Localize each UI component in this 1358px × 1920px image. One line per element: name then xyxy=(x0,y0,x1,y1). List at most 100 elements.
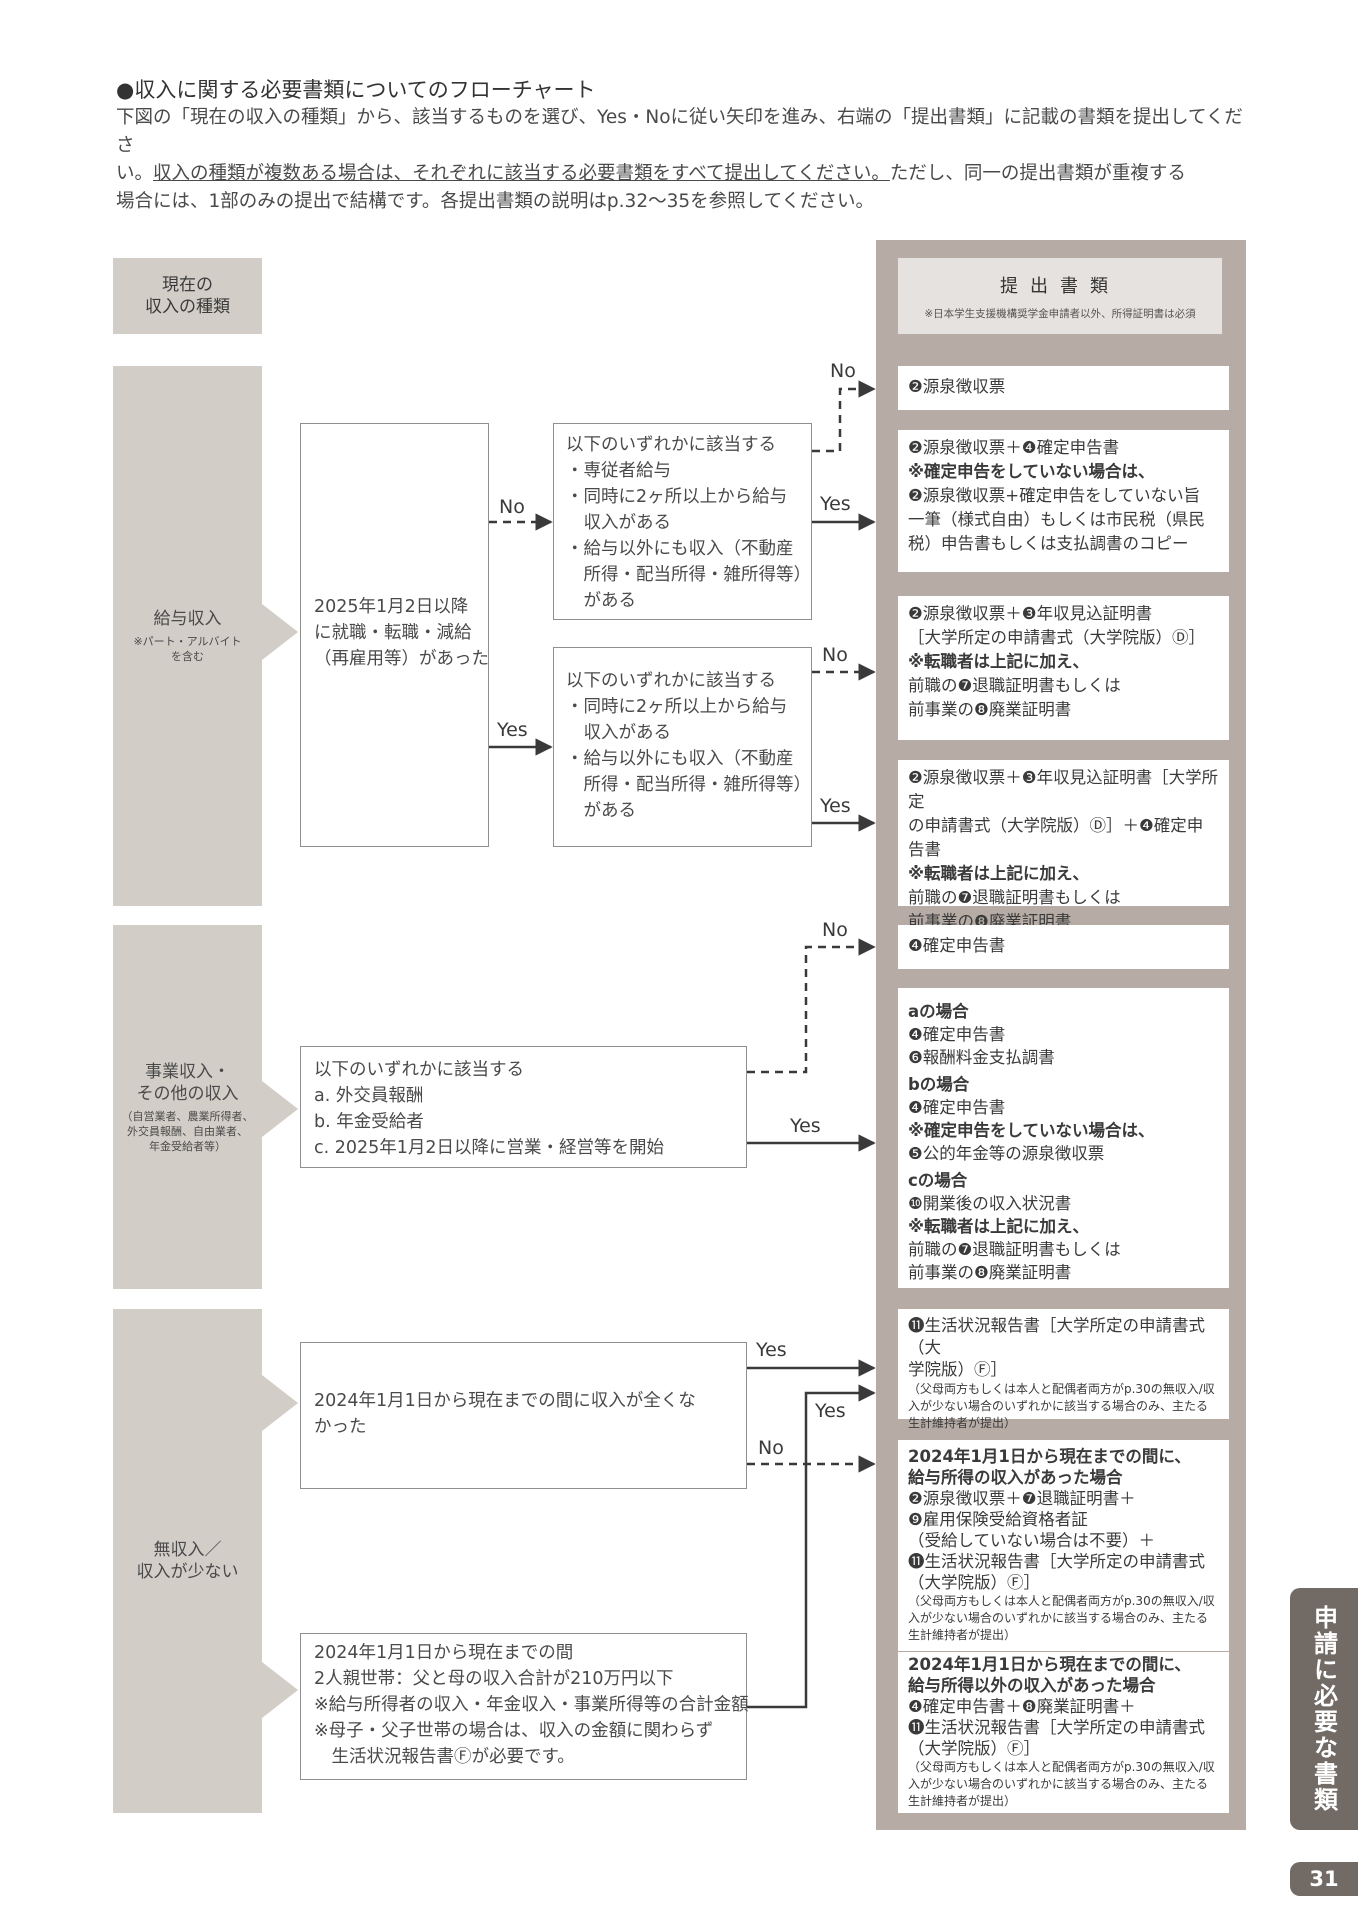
documents-header: 提出書類 ※日本学生支援機構奨学金申請者以外、所得証明書は必須 xyxy=(898,258,1222,334)
result-text: ❷源泉徴収票＋❹確定申告書 xyxy=(908,438,1120,457)
label-no: No xyxy=(499,496,525,518)
result-text: ❿開業後の収入状況書 xyxy=(908,1194,1072,1213)
result-note: ※転職者は上記に加え、 xyxy=(908,864,1090,883)
result-text: ❷源泉徴収票+確定申告をしていない旨 一筆（様式自由）もしくは市民税（県民 税）… xyxy=(908,486,1205,553)
category-business-label: 事業収入・ その他の収入 xyxy=(136,1061,239,1104)
section-side-tab: 申請に必要な書類 xyxy=(1290,1588,1358,1830)
result-text: ❷源泉徴収票 xyxy=(908,377,1006,396)
label-yes: Yes xyxy=(815,1400,846,1422)
intro-line-3: 場合には、1部のみの提出で結構です。各提出書類の説明はp.32～35を参照してく… xyxy=(116,191,875,212)
label-yes: Yes xyxy=(790,1115,821,1137)
category-salary-arrow xyxy=(262,604,298,660)
result-small-note: （父母両方もしくは本人と配偶者両方がp.30の無収入/収入が少ない場合のいずれか… xyxy=(908,1760,1215,1808)
intro-line-2c: ただし、同一の提出書類が重複する xyxy=(889,163,1186,184)
income-type-header: 現在の 収入の種類 xyxy=(113,258,262,334)
connector-no-dashed xyxy=(747,938,876,1074)
label-no: No xyxy=(830,360,856,382)
case-b-heading: bの場合 xyxy=(908,1075,970,1094)
intro-line-2a: い。 xyxy=(116,163,154,184)
label-no: No xyxy=(822,644,848,666)
question-business: 以下のいずれかに該当する a. 外交員報酬 b. 年金受給者 c. 2025年1… xyxy=(300,1046,747,1168)
section-side-tab-label: 申請に必要な書類 xyxy=(1309,1605,1338,1813)
question-no-income: 2024年1月1日から現在までの間に収入が全くな かった xyxy=(300,1342,747,1489)
question-line: 以下のいずれかに該当する xyxy=(314,1060,524,1080)
result-text: ❷源泉徴収票＋❼退職証明書＋ ❾雇用保険受給資格者証 （受給していない場合は不要… xyxy=(908,1489,1205,1592)
category-salary-note: ※パート・アルバイト を含む xyxy=(133,635,242,663)
result-income-estimate-and-tax-return: ❷源泉徴収票＋❸年収見込証明書［大学所定 の申請書式（大学院版）Ⓓ］＋❹確定申告… xyxy=(898,760,1229,931)
result-small-note: （父母両方もしくは本人と配偶者両方がp.30の無収入/収入が少ない場合のいずれか… xyxy=(908,1594,1215,1642)
result-text: ❹確定申告書 xyxy=(908,936,1006,955)
result-text: 前職の❼退職証明書もしくは 前事業の❽廃業証明書 xyxy=(908,676,1121,719)
question-line: （再雇用等）があった xyxy=(314,649,489,669)
result-salary-income-case: 2024年1月1日から現在までの間に、 給与所得の収入があった場合 ❷源泉徴収票… xyxy=(898,1440,1229,1651)
question-line: ・給与以外にも収入（不動産 xyxy=(566,749,794,769)
result-text: ❹確定申告書 xyxy=(908,1098,1006,1117)
question-line: ※給与所得者の収入・年金収入・事業所得等の合計金額 xyxy=(314,1695,749,1715)
category-business-arrow xyxy=(262,1081,298,1137)
page-title: ●収入に関する必要書類についてのフローチャート xyxy=(116,78,596,102)
label-yes: Yes xyxy=(497,719,528,741)
question-job-change: 2025年1月2日以降 に就職・転職・減給 （再雇用等）があった xyxy=(300,423,489,847)
label-no: No xyxy=(758,1437,784,1459)
case-a-heading: aの場合 xyxy=(908,1002,969,1021)
result-text: ❷源泉徴収票＋❸年収見込証明書［大学所定 の申請書式（大学院版）Ⓓ］＋❹確定申告… xyxy=(908,768,1219,859)
question-line: 生活状況報告書Ⓕが必要です。 xyxy=(314,1747,575,1767)
question-line: 2025年1月2日以降 xyxy=(314,597,469,617)
result-text: 前職の❼退職証明書もしくは 前事業の❽廃業証明書 xyxy=(908,1240,1121,1282)
page-number: 31 xyxy=(1290,1862,1358,1896)
question-line: c. 2025年1月2日以降に営業・経営等を開始 xyxy=(314,1138,665,1158)
connector-yes xyxy=(747,1384,876,1709)
result-note: ※確定申告をしていない場合は、 xyxy=(908,462,1155,481)
result-note: ※転職者は上記に加え、 xyxy=(908,652,1090,671)
question-line: 2024年1月1日から現在までの間 xyxy=(314,1643,574,1663)
label-yes: Yes xyxy=(820,795,851,817)
question-line: 2人親世帯：父と母の収入合計が210万円以下 xyxy=(314,1669,674,1689)
question-line: 2024年1月1日から現在までの間に収入が全くな xyxy=(314,1391,696,1411)
result-heading: 2024年1月1日から現在までの間に、 給与所得の収入があった場合 xyxy=(908,1447,1191,1487)
result-non-salary-income-case: 2024年1月1日から現在までの間に、 給与所得以外の収入があった場合 ❹確定申… xyxy=(898,1652,1229,1813)
case-c-heading: cの場合 xyxy=(908,1171,968,1190)
question-line: がある xyxy=(566,591,636,611)
category-no-income-arrow-1 xyxy=(262,1375,298,1431)
category-salary-label: 給与収入 xyxy=(153,609,222,629)
result-tax-return: ❹確定申告書 xyxy=(898,925,1229,969)
question-line: 以下のいずれかに該当する xyxy=(566,435,776,455)
result-text: ❺公的年金等の源泉徴収票 xyxy=(908,1144,1105,1163)
result-text: ❹確定申告書＋❽廃業証明書＋ ⓫生活状況報告書［大学所定の申請書式 （大学院版）… xyxy=(908,1697,1205,1758)
result-note: ※確定申告をしていない場合は、 xyxy=(908,1121,1155,1140)
intro-text: 下図の「現在の収入の種類」から、該当するものを選び、Yes・Noに従い矢印を進み… xyxy=(116,104,1246,216)
question-low-income: 2024年1月1日から現在までの間 2人親世帯：父と母の収入合計が210万円以下… xyxy=(300,1633,749,1780)
label-yes: Yes xyxy=(756,1339,787,1361)
intro-line-1: 下図の「現在の収入の種類」から、該当するものを選び、Yes・Noに従い矢印を進み… xyxy=(116,107,1243,156)
question-line: 所得・配当所得・雑所得等） xyxy=(566,775,811,795)
category-business-note: （自営業者、農業所得者、 外交員報酬、自由業者、 年金受給者等） xyxy=(121,1109,254,1153)
question-salary-a: 以下のいずれかに該当する ・専従者給与 ・同時に2ヶ所以上から給与 収入がある … xyxy=(553,423,812,620)
label-no: No xyxy=(822,919,848,941)
question-line: 以下のいずれかに該当する xyxy=(566,671,776,691)
question-line: 所得・配当所得・雑所得等） xyxy=(566,565,811,585)
question-line: がある xyxy=(566,801,636,821)
label-yes: Yes xyxy=(820,493,851,515)
category-salary: 給与収入 ※パート・アルバイト を含む xyxy=(113,366,262,906)
question-salary-b: 以下のいずれかに該当する ・同時に2ヶ所以上から給与 収入がある ・給与以外にも… xyxy=(553,647,812,847)
result-small-note: （父母両方もしくは本人と配偶者両方がp.30の無収入/収入が少ない場合のいずれか… xyxy=(908,1382,1215,1430)
question-line: ・同時に2ヶ所以上から給与 xyxy=(566,697,788,717)
result-business-cases: aの場合 ❹確定申告書 ❻報酬料金支払調書 bの場合 ❹確定申告書 ※確定申告を… xyxy=(898,988,1229,1288)
connector-no-dashed xyxy=(812,380,876,453)
question-line: 収入がある xyxy=(566,723,671,743)
result-living-status-report: ⓫生活状況報告書［大学所定の申請書式（大 学院版）Ⓕ］ （父母両方もしくは本人と… xyxy=(898,1309,1229,1430)
result-text: ❷源泉徴収票＋❸年収見込証明書 ［大学所定の申請書式（大学院版）Ⓓ］ xyxy=(908,604,1205,647)
result-income-estimate: ❷源泉徴収票＋❸年収見込証明書 ［大学所定の申請書式（大学院版）Ⓓ］ ※転職者は… xyxy=(898,596,1229,740)
category-no-income-arrow-2 xyxy=(262,1662,298,1718)
intro-line-2b-underlined: 収入の種類が複数ある場合は、それぞれに該当する必要書類をすべて提出してください。 xyxy=(153,163,890,184)
question-line: 収入がある xyxy=(566,513,671,533)
question-line: b. 年金受給者 xyxy=(314,1112,424,1132)
question-line: に就職・転職・減給 xyxy=(314,623,472,643)
question-line: ・給与以外にも収入（不動産 xyxy=(566,539,794,559)
documents-note: ※日本学生支援機構奨学金申請者以外、所得証明書は必須 xyxy=(924,308,1196,320)
result-heading: 2024年1月1日から現在までの間に、 給与所得以外の収入があった場合 xyxy=(908,1655,1191,1695)
documents-title: 提出書類 xyxy=(1000,276,1120,297)
question-line: ※母子・父子世帯の場合は、収入の金額に関わらず xyxy=(314,1721,714,1741)
result-text: ❹確定申告書 ❻報酬料金支払調書 xyxy=(908,1025,1055,1067)
